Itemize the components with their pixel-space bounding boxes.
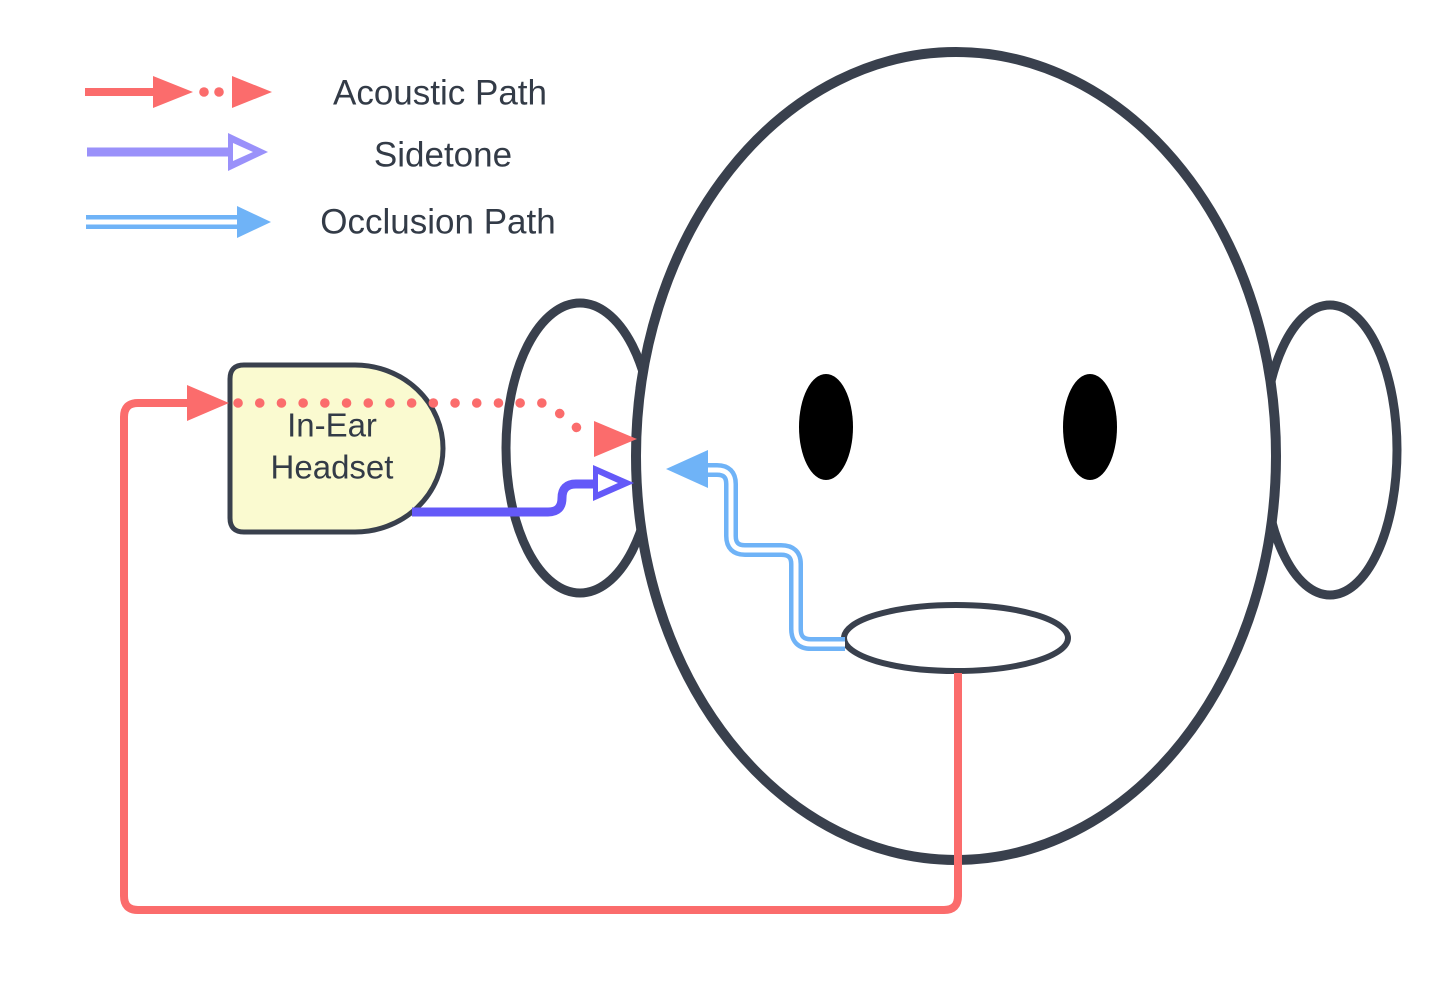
occlusion-arrowhead	[666, 450, 708, 488]
sidetone-path	[412, 465, 634, 517]
headset-label-line2: Headset	[271, 449, 394, 486]
occlusion-arrow-icon	[86, 206, 271, 238]
legend-item-occlusion: Occlusion Path	[86, 203, 556, 242]
head	[501, 47, 1402, 865]
occlusion-legend-arrowhead	[237, 206, 271, 238]
acoustic-legend-arrowhead-1	[153, 76, 193, 108]
acoustic-legend-dot-1	[199, 87, 209, 97]
legend-label-occlusion: Occlusion Path	[320, 203, 555, 242]
acoustic-path	[120, 385, 962, 914]
acoustic-legend-arrowhead-2	[232, 76, 272, 108]
acoustic-arrowhead-at-headset	[187, 385, 229, 421]
legend-label-sidetone: Sidetone	[374, 136, 512, 175]
right-ear	[1258, 300, 1402, 600]
acoustic-legend-dot-2	[214, 87, 224, 97]
mouth	[841, 602, 1071, 674]
occlusion-path	[666, 450, 845, 651]
headset-label-line1: In-Ear	[287, 407, 377, 444]
sidetone-legend-arrowhead-notch	[233, 143, 253, 161]
legend: Acoustic Path Sidetone Occlusion Path	[85, 74, 556, 242]
legend-label-acoustic: Acoustic Path	[333, 74, 547, 113]
sidetone-arrow-icon	[87, 133, 268, 171]
acoustic-feedback-line	[120, 399, 962, 914]
occlusion-line-inner-gap	[708, 467, 845, 647]
acoustic-arrow-icon	[85, 76, 272, 108]
acoustic-dotted-line	[233, 398, 593, 442]
headset-node: In-Ear Headset	[227, 362, 446, 535]
acoustic-arrowhead-at-ear	[594, 421, 637, 457]
sidetone-line	[412, 479, 593, 517]
sidetone-arrowhead-notch	[598, 474, 618, 492]
legend-item-acoustic: Acoustic Path	[85, 74, 547, 113]
right-eye	[1063, 374, 1117, 480]
left-eye	[799, 374, 853, 480]
legend-item-sidetone: Sidetone	[87, 133, 512, 175]
